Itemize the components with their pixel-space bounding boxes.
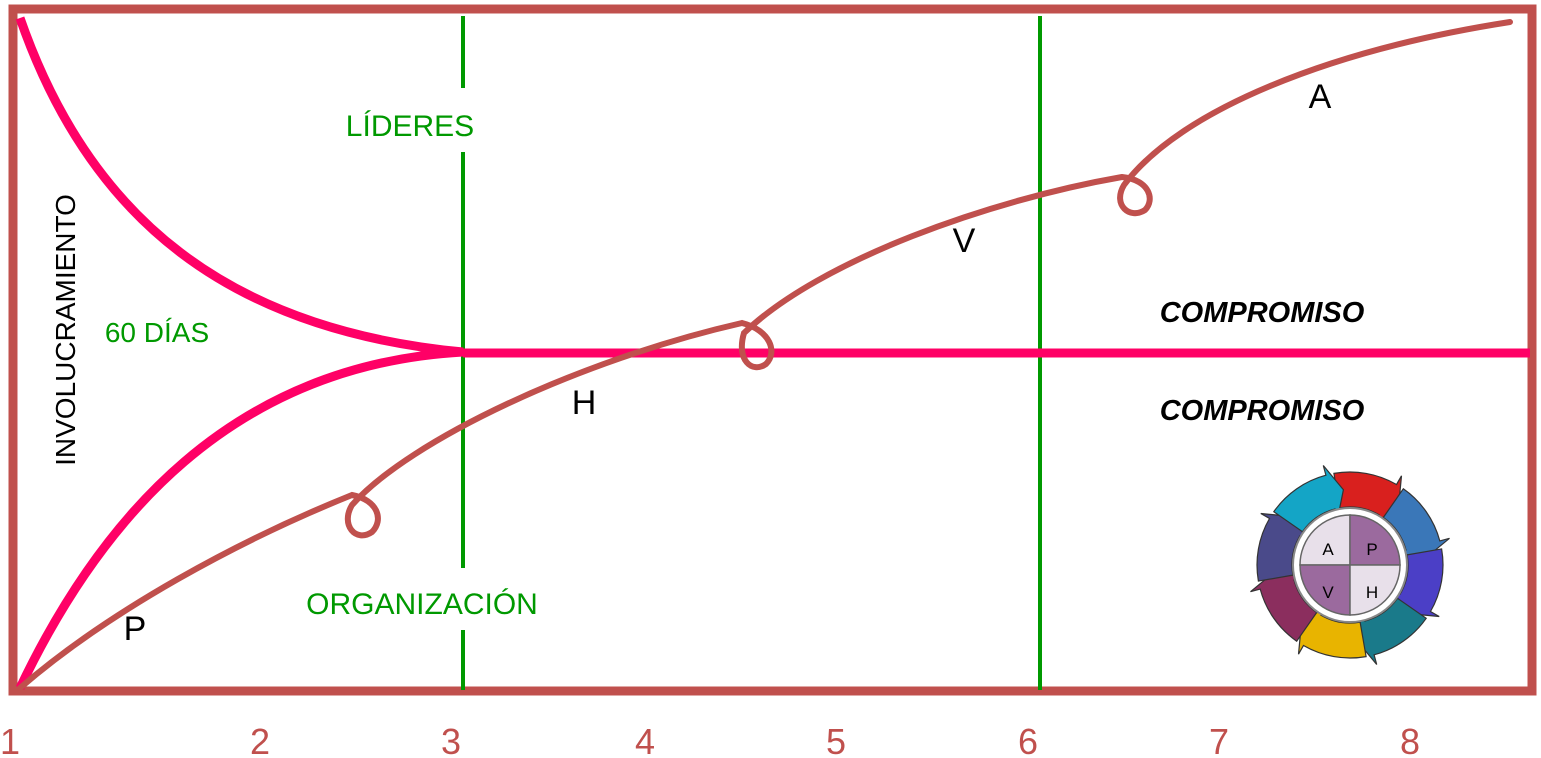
cycle-label-p: P bbox=[1366, 540, 1377, 559]
x-axis-tick-7: 7 bbox=[1209, 721, 1229, 758]
cycle-label-v: V bbox=[1322, 583, 1334, 602]
cycle-label-a: A bbox=[1322, 540, 1334, 559]
x-axis-ticks: 1 2 3 4 5 6 7 8 bbox=[0, 721, 1420, 758]
x-axis-tick-6: 6 bbox=[1018, 721, 1038, 758]
x-axis-tick-5: 5 bbox=[826, 721, 846, 758]
cycle-arrows bbox=[1250, 465, 1450, 665]
top-decreasing-curve bbox=[15, 16, 464, 357]
bottom-increasing-curve bbox=[15, 347, 464, 690]
phase-label-a: A bbox=[1309, 78, 1332, 116]
cycle-quadrant-h bbox=[1349, 564, 1401, 616]
phase-label-p: P bbox=[124, 610, 147, 648]
cycle-quadrant-a bbox=[1299, 514, 1351, 566]
diagram-frame bbox=[8, 4, 1537, 696]
lideres-label: LÍDERES bbox=[346, 110, 474, 143]
cycle-label-h: H bbox=[1366, 583, 1378, 602]
phase-label-h: H bbox=[572, 384, 597, 422]
x-axis-tick-4: 4 bbox=[635, 721, 655, 758]
pdca-spiral-curve bbox=[17, 19, 1513, 691]
cycle-quadrant-v bbox=[1299, 564, 1351, 616]
phase-label-v: V bbox=[953, 222, 976, 260]
compromiso-upper-label: COMPROMISO bbox=[1160, 297, 1365, 329]
x-axis-tick-8: 8 bbox=[1400, 721, 1420, 758]
pdca-cycle-icon: A P V H bbox=[1250, 465, 1450, 665]
organizacion-label: ORGANIZACIÓN bbox=[306, 588, 538, 621]
x-axis-tick-2: 2 bbox=[250, 721, 270, 758]
cycle-quadrant-p bbox=[1349, 514, 1401, 566]
sesenta-dias-label: 60 DÍAS bbox=[105, 317, 209, 348]
y-axis-label: INVOLUCRAMIENTO bbox=[50, 194, 81, 466]
compromiso-lower-label: COMPROMISO bbox=[1160, 395, 1365, 427]
x-axis-tick-3: 3 bbox=[441, 721, 461, 758]
x-axis-tick-1: 1 bbox=[0, 721, 20, 758]
